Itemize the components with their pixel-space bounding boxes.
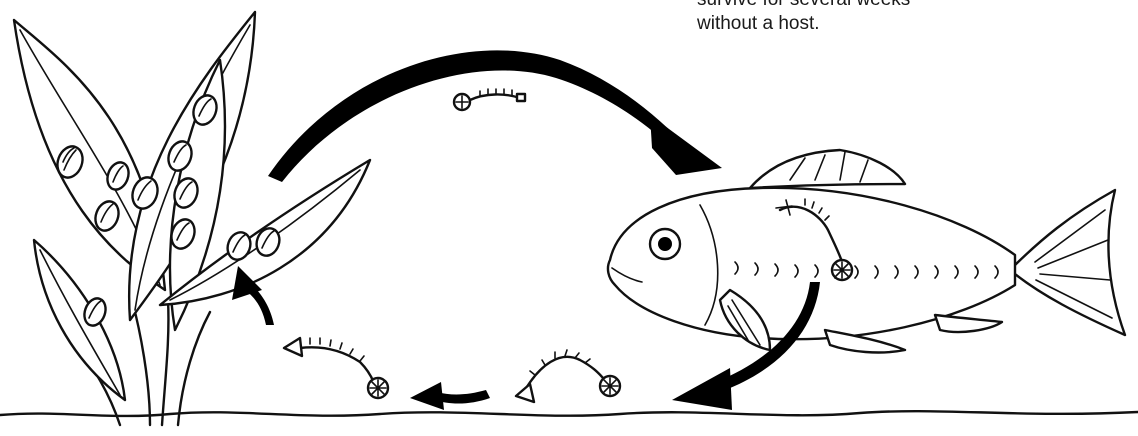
free-parasite-top (454, 89, 525, 110)
caption-line-2: without a host. (697, 12, 1117, 36)
arrow-ground-leftward (410, 382, 490, 410)
arrow-plant-to-fish (268, 50, 722, 182)
ground-line (0, 411, 1138, 416)
caption-line-1: survive for several weeks (697, 0, 1117, 12)
ground-parasite-right (516, 350, 620, 402)
caption-text: survive for several weeks without a host… (697, 0, 1117, 36)
fish (608, 150, 1125, 352)
ground-parasite-left (284, 338, 388, 398)
aquatic-plant (14, 12, 370, 425)
